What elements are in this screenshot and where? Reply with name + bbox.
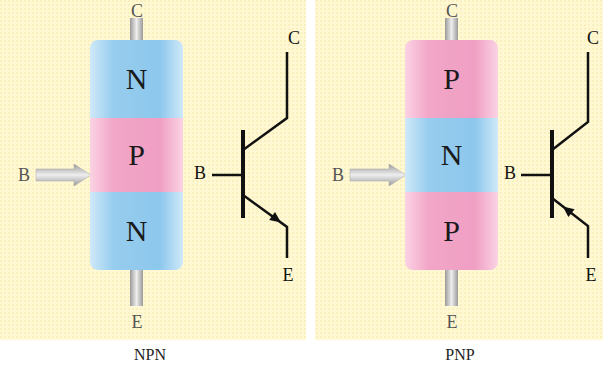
terminal-label: E xyxy=(132,313,143,331)
layer-letter: N xyxy=(441,140,463,170)
layer-letter: P xyxy=(443,216,460,246)
emitter-lead xyxy=(445,268,458,306)
terminal-label: C xyxy=(446,2,458,20)
base-line xyxy=(521,174,552,177)
pnp-symbol xyxy=(521,52,588,258)
npn-symbol xyxy=(212,52,287,258)
base-bar xyxy=(241,130,245,218)
terminal-label: B xyxy=(504,164,516,182)
panel-caption: PNP xyxy=(445,347,474,363)
terminal-label: E xyxy=(586,266,597,284)
terminal-label: B xyxy=(194,164,206,182)
terminal-label: C xyxy=(587,29,599,47)
layer-letter: P xyxy=(443,64,460,94)
terminal-label: E xyxy=(447,313,458,331)
semiconductor-layer: N xyxy=(90,40,183,118)
panel-background xyxy=(0,0,306,340)
semiconductor-layer: N xyxy=(405,118,498,192)
layer-letter: N xyxy=(126,216,148,246)
emitter-lead xyxy=(130,268,143,306)
terminal-label: C xyxy=(131,2,143,20)
layer-letter: N xyxy=(126,64,148,94)
emitter-line xyxy=(552,198,588,258)
panel-background xyxy=(315,0,603,340)
terminal-label: C xyxy=(288,29,300,47)
base-line xyxy=(212,174,243,177)
collector-lead xyxy=(130,18,143,42)
emitter-arrowhead xyxy=(563,206,575,217)
base-bar xyxy=(550,130,554,218)
collector-line xyxy=(552,52,588,150)
layer-letter: P xyxy=(128,140,145,170)
panel-caption: NPN xyxy=(134,347,166,363)
semiconductor-layer: P xyxy=(90,118,183,192)
emitter-line xyxy=(243,195,287,258)
base-arrow xyxy=(350,164,406,186)
collector-lead xyxy=(445,18,458,42)
collector-line xyxy=(243,52,287,150)
emitter-arrowhead xyxy=(269,212,281,223)
semiconductor-layer: P xyxy=(405,192,498,270)
terminal-label: E xyxy=(283,266,294,284)
base-arrow xyxy=(36,164,91,186)
terminal-label: B xyxy=(332,166,344,184)
semiconductor-layer: P xyxy=(405,40,498,118)
semiconductor-layer: N xyxy=(90,192,183,270)
terminal-label: B xyxy=(18,166,30,184)
